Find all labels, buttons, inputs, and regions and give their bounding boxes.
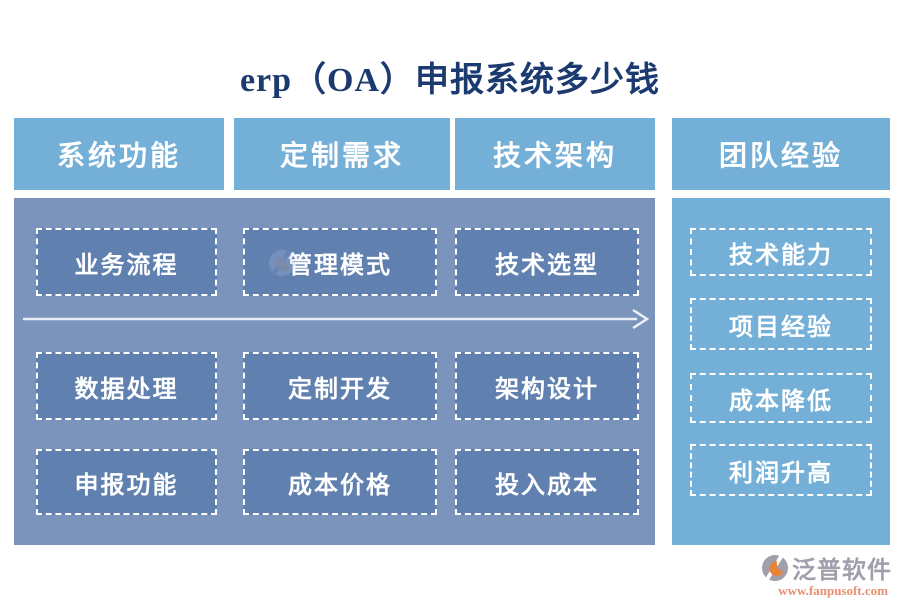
tab-tech-architecture: 技术架构: [455, 118, 655, 190]
side-box-project-experience: 项目经验: [690, 298, 872, 350]
main-flow-panel: 业务流程 管理模式 技术选型 数据处理 定制开发 架构设计 申报功能 成本价格 …: [14, 198, 655, 545]
flow-box-business-process: 业务流程: [36, 228, 217, 296]
flow-box-custom-development: 定制开发: [243, 352, 437, 420]
flow-box-architecture-design: 架构设计: [455, 352, 639, 420]
side-box-cost-reduction: 成本降低: [690, 373, 872, 423]
flow-box-investment-cost: 投入成本: [455, 449, 639, 515]
page-title: erp（OA）申报系统多少钱: [239, 62, 661, 99]
brand-footer: 泛普软件 www.fanpusoft.com: [692, 550, 892, 599]
tab-team-experience: 团队经验: [672, 118, 890, 190]
flow-box-tech-selection: 技术选型: [455, 228, 639, 296]
flow-box-cost-price: 成本价格: [243, 449, 437, 515]
flow-box-data-processing: 数据处理: [36, 352, 217, 420]
watermark-logo-icon: [267, 248, 297, 278]
brand-name: 泛普软件: [792, 558, 892, 584]
tab-system-functions: 系统功能: [14, 118, 224, 190]
flow-box-management-model: 管理模式: [243, 228, 437, 296]
team-experience-panel: 技术能力 项目经验 成本降低 利润升高: [672, 198, 890, 545]
brand-url: www.fanpusoft.com: [778, 583, 888, 598]
flow-box-declaration-function: 申报功能: [36, 449, 217, 515]
tab-custom-requirements: 定制需求: [234, 118, 450, 190]
flow-arrow-icon: [23, 306, 650, 332]
side-box-tech-ability: 技术能力: [690, 228, 872, 276]
fanpu-logo-icon: [760, 553, 790, 583]
flow-box-label: 管理模式: [288, 252, 392, 279]
side-box-profit-increase: 利润升高: [690, 444, 872, 496]
